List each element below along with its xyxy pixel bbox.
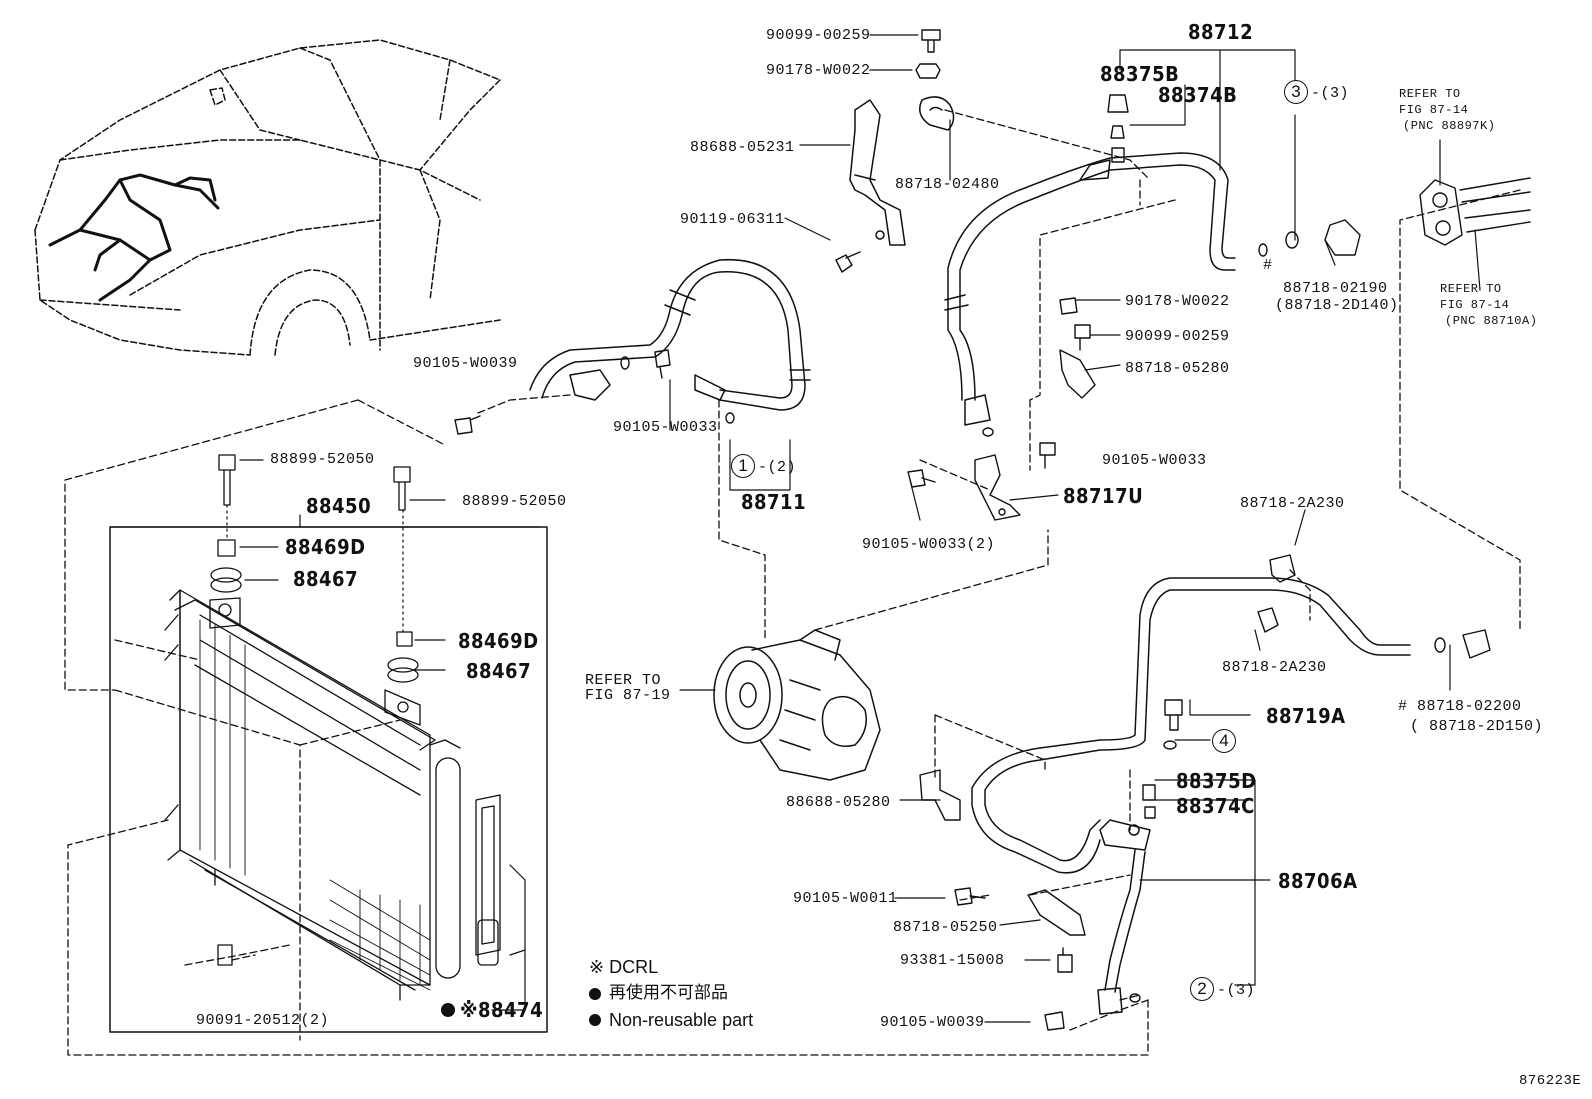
part-label-88374c: 88374C	[1176, 794, 1255, 818]
ref-87-14k-line3: (PNC 88897K)	[1403, 119, 1496, 133]
part-label-90091-20512: 90091-20512(2)	[196, 1012, 330, 1029]
part-label-88719a: 88719A	[1266, 704, 1346, 728]
discharge-hose	[529, 258, 811, 411]
part-label-88467-b: 88467	[466, 659, 532, 683]
ref-87-14k-line2: FIG 87-14	[1399, 103, 1469, 117]
part-label-88712: 88712	[1188, 20, 1254, 44]
part-label-88718-2d140: (88718-2D140)	[1275, 297, 1399, 314]
callout-4: 4	[1212, 729, 1236, 753]
part-label-90119-06311: 90119-06311	[680, 211, 785, 228]
hash-mark: #	[1263, 257, 1273, 274]
clamp-88718-02480	[919, 96, 955, 131]
callout-3-qty: -(3)	[1311, 85, 1350, 102]
part-label-88718-2a230-b: 88718-2A230	[1222, 659, 1327, 676]
callout-1: 1	[731, 454, 755, 478]
part-label-88450: 88450	[306, 494, 372, 518]
dotted-mount-lines	[226, 504, 404, 633]
vehicle-illustration	[34, 39, 501, 356]
part-label-88469d-a: 88469D	[285, 535, 366, 559]
ref-fig87-19-line1: REFER TO	[585, 672, 662, 689]
part-label-88718-05280: 88718-05280	[1125, 360, 1230, 377]
condenser-hardware	[210, 454, 419, 966]
ref-87-14a-line2: FIG 87-14	[1440, 298, 1510, 312]
part-label-90099-00259-mid: 90099-00259	[1125, 328, 1230, 345]
legend-dcrl: ※ DCRL	[589, 957, 659, 977]
callout-2: 2	[1190, 977, 1214, 1001]
part-label-88718-02190: 88718-02190	[1283, 280, 1388, 297]
ref-87-14a-line1: REFER TO	[1440, 282, 1502, 296]
callout-3: 3	[1284, 80, 1308, 104]
part-label-88718-02480: 88718-02480	[895, 176, 1000, 193]
suction-hose	[944, 152, 1236, 426]
part-label-90105-w0011: 90105-W0011	[793, 890, 898, 907]
ref-fig87-19-line2: FIG 87-19	[585, 687, 671, 704]
part-label-88467-a: 88467	[293, 567, 359, 591]
part-label-90105-w0033-b: 90105-W0033	[1102, 452, 1207, 469]
part-label-90099-00259-top: 90099-00259	[766, 27, 871, 44]
legend-bullet-en	[589, 1014, 601, 1026]
callout-2-qty: -(3)	[1217, 982, 1256, 999]
part-label-93381-15008: 93381-15008	[900, 952, 1005, 969]
legend-bullet-jp	[589, 988, 601, 1000]
part-label-88474: ※88474	[460, 998, 544, 1022]
engine-wiring-harness	[48, 173, 220, 302]
part-label-90105-w0039-bot: 90105-W0039	[880, 1014, 985, 1031]
part-label-88469d-b: 88469D	[458, 629, 539, 653]
part-label-90105-w0039-top: 90105-W0039	[413, 355, 518, 372]
callout-1-qty: -(2)	[758, 459, 797, 476]
part-label-88706a: 88706A	[1278, 869, 1358, 893]
part-label-88374b: 88374B	[1158, 83, 1238, 107]
part-label-90178-w0022-mid: 90178-W0022	[1125, 293, 1230, 310]
compressor	[713, 629, 881, 781]
part-label-88718-02200: # 88718-02200	[1398, 698, 1522, 715]
part-label-90105-w0033-a: 90105-W0033	[613, 419, 718, 436]
legend-non-reusable: Non-reusable part	[609, 1010, 754, 1030]
ref-87-14a-line3: (PNC 88710A)	[1445, 314, 1538, 328]
part-label-88375b: 88375B	[1100, 62, 1180, 86]
part-label-88688-05231: 88688-05231	[690, 139, 795, 156]
part-label-88899-52050-b: 88899-52050	[462, 493, 567, 510]
part-label-88718-2a230-a: 88718-2A230	[1240, 495, 1345, 512]
bracket-88688-05231	[849, 99, 906, 246]
tube-88706a	[1097, 819, 1151, 1015]
part-label-88717u: 88717U	[1063, 484, 1144, 508]
leader-boundary-lines	[64, 109, 1521, 1056]
ref-87-14k-line1: REFER TO	[1399, 87, 1461, 101]
condenser	[164, 589, 501, 1001]
leader-lines	[109, 34, 1481, 1023]
part-label-90178-w0022-top: 90178-W0022	[766, 62, 871, 79]
part-label-88688-05280: 88688-05280	[786, 794, 891, 811]
part-label-88711: 88711	[741, 490, 807, 514]
legend-reuse-jp: 再使用不可部品	[609, 983, 728, 1003]
part-label-88718-05250: 88718-05250	[893, 919, 998, 936]
part-label-90105-w0033-2: 90105-W0033(2)	[862, 536, 996, 553]
liquid-tube	[971, 577, 1411, 874]
part-label-88718-2d150: ( 88718-2D150)	[1410, 718, 1544, 735]
part-label-88375d: 88375D	[1176, 769, 1257, 793]
figure-id: 876223E	[1519, 1073, 1582, 1089]
condenser-assembly-frame	[109, 526, 548, 1033]
fasteners	[454, 29, 1531, 1031]
part-label-88899-52050-a: 88899-52050	[270, 451, 375, 468]
non-reusable-bullet	[441, 1003, 455, 1017]
